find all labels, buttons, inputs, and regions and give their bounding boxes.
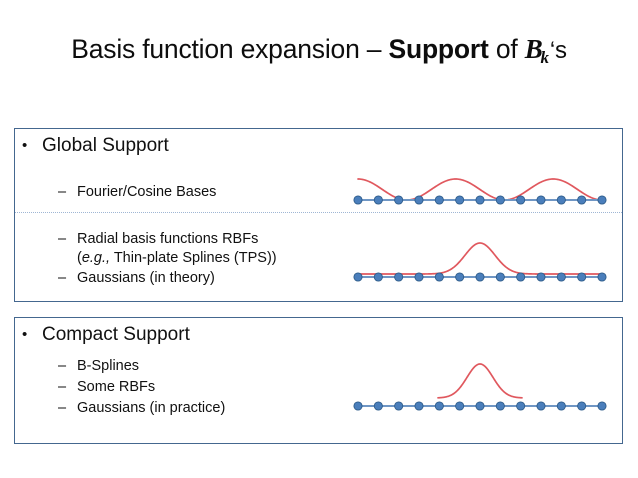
title-bold-support: Support: [388, 34, 489, 64]
fourier-cosine-bases-label: Fourier/Cosine Bases: [77, 184, 217, 200]
knot-node: [516, 195, 526, 205]
knot-node: [414, 401, 424, 411]
bullet-global-support: • Global Support: [22, 135, 169, 157]
knot-node: [556, 195, 566, 205]
list-item-gaussians-in-practice: – Gaussians (in practice): [58, 399, 225, 418]
knot-node: [394, 401, 404, 411]
knot-node: [597, 195, 607, 205]
compact-support-label: Compact Support: [42, 324, 190, 345]
list-item-gaussians-in-theory: – Gaussians (in theory): [58, 269, 215, 288]
title-math-subscript-k: k: [540, 48, 550, 68]
dash-glyph-icon: –: [58, 184, 67, 200]
knot-node-group: [353, 401, 607, 411]
compact-support-plot: [352, 352, 608, 414]
some-rbfs-label: Some RBFs: [77, 379, 156, 395]
knot-node: [434, 195, 444, 205]
knot-node: [536, 401, 546, 411]
dash-glyph-icon: –: [58, 379, 67, 395]
knot-node: [455, 195, 465, 205]
compact-support-box: [14, 317, 623, 444]
gaussians-in-theory-label: Gaussians (in theory): [77, 270, 215, 286]
knot-node: [495, 195, 505, 205]
knot-node: [434, 272, 444, 282]
knot-node: [353, 272, 363, 282]
fourier-cosine-svg: [353, 178, 607, 205]
knot-node: [475, 272, 485, 282]
knot-node: [373, 272, 383, 282]
knot-node: [495, 272, 505, 282]
knot-node: [394, 195, 404, 205]
gaussians-in-practice-label: Gaussians (in practice): [77, 400, 226, 416]
bullet-glyph-icon: •: [22, 326, 28, 343]
global-gaussian-curve: [357, 242, 603, 275]
knot-node: [495, 401, 505, 411]
dash-glyph-icon: –: [58, 400, 67, 416]
knot-node: [516, 401, 526, 411]
knot-node: [536, 195, 546, 205]
knot-node: [577, 195, 587, 205]
dash-glyph-icon: –: [58, 358, 67, 374]
knot-node: [394, 272, 404, 282]
page-title: Basis function expansion – Support of Bk…: [0, 34, 638, 68]
b-splines-label: B-Splines: [77, 358, 140, 374]
knot-node: [475, 401, 485, 411]
rbf-line-2-italic-eg: e.g.,: [81, 249, 111, 266]
knot-node: [353, 195, 363, 205]
rbf-line-2-open: (: [77, 249, 82, 266]
global-support-label: Global Support: [42, 135, 169, 156]
knot-node: [475, 195, 485, 205]
list-item-radial-basis-functions: – Radial basis functions RBFs (e.g., Thi…: [58, 230, 277, 267]
knot-node: [414, 195, 424, 205]
dash-glyph-icon: –: [58, 270, 67, 286]
list-item-some-rbfs: – Some RBFs: [58, 378, 155, 397]
fourier-cosine-plot: [352, 152, 608, 210]
knot-node: [373, 195, 383, 205]
knot-node: [597, 401, 607, 411]
list-item-b-splines: – B-Splines: [58, 357, 139, 376]
knot-node-group: [353, 195, 607, 205]
knot-node: [556, 272, 566, 282]
knot-node: [353, 401, 363, 411]
knot-node: [414, 272, 424, 282]
compact-support-svg: [353, 363, 607, 411]
global-rbf-plot: [352, 232, 608, 284]
global-rbf-svg: [353, 242, 607, 282]
knot-node: [455, 401, 465, 411]
knot-node: [516, 272, 526, 282]
knot-node: [577, 401, 587, 411]
knot-node: [597, 272, 607, 282]
radial-basis-functions-label: Radial basis functions RBFs (e.g., Thin-…: [77, 230, 277, 267]
bullet-compact-support: • Compact Support: [22, 324, 190, 346]
title-part-2: of: [488, 34, 525, 64]
knot-node: [455, 272, 465, 282]
list-item-fourier-cosine-bases: – Fourier/Cosine Bases: [58, 183, 216, 202]
title-part-1: Basis function expansion –: [71, 34, 389, 64]
global-support-divider: [15, 212, 622, 213]
knot-node-group: [353, 272, 607, 282]
title-math-variable-B: B: [524, 34, 543, 64]
knot-node: [373, 401, 383, 411]
knot-node: [556, 401, 566, 411]
compact-gaussian-curve: [437, 363, 523, 399]
dash-glyph-icon: –: [58, 231, 67, 247]
rbf-line-2-rest: Thin-plate Splines (TPS)): [110, 249, 277, 266]
rbf-line-1: Radial basis functions RBFs: [77, 231, 259, 247]
bullet-glyph-icon: •: [22, 137, 28, 154]
knot-node: [577, 272, 587, 282]
knot-node: [434, 401, 444, 411]
knot-node: [536, 272, 546, 282]
title-suffix: ‘s: [549, 37, 567, 64]
